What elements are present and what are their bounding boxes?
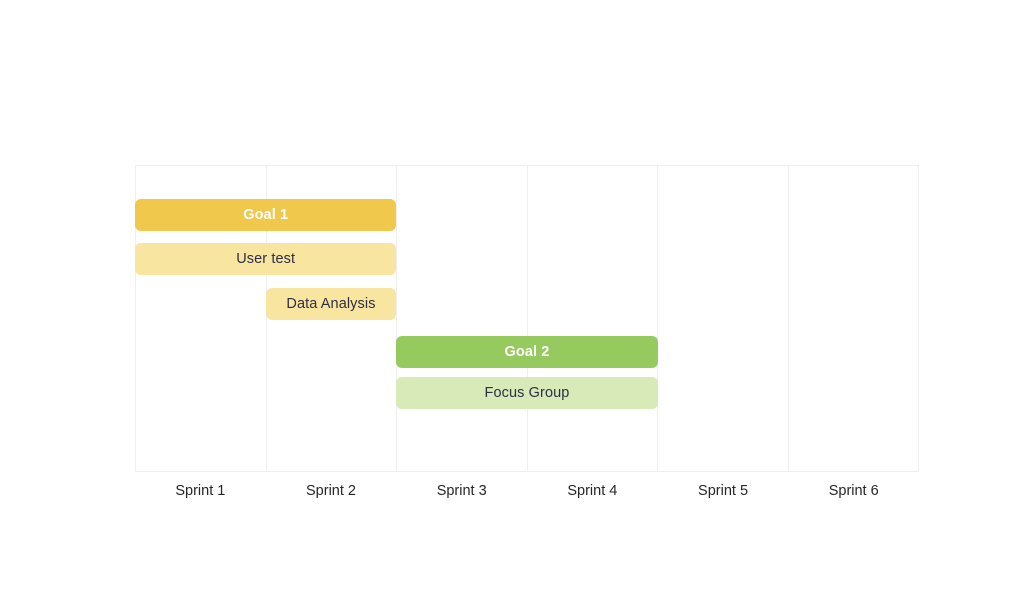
- gantt-bar-label: User test: [236, 250, 296, 267]
- axis-tick-sprint-1: Sprint 1: [175, 483, 226, 499]
- sprint-column-2: [267, 166, 397, 471]
- gantt-bars: Goal 1 User test Data Analysis Goal 2 Fo…: [135, 165, 919, 472]
- axis-tick-sprint-4: Sprint 4: [567, 483, 618, 499]
- axis-tick-sprint-5: Sprint 5: [698, 483, 749, 499]
- sprint-column-3: [397, 166, 528, 471]
- gantt-bar-focus-group[interactable]: Focus Group: [396, 377, 658, 409]
- gantt-bar-goal-2[interactable]: Goal 2: [396, 336, 658, 368]
- sprint-column-1: [136, 166, 267, 471]
- sprint-axis: Sprint 1 Sprint 2 Sprint 3 Sprint 4 Spri…: [135, 479, 919, 507]
- gantt-bar-data-analysis[interactable]: Data Analysis: [265, 288, 397, 320]
- gantt-bar-label: Focus Group: [484, 384, 570, 401]
- gantt-bar-label: Goal 2: [504, 343, 550, 360]
- gantt-bar-label: Goal 1: [243, 206, 289, 223]
- axis-tick-sprint-2: Sprint 2: [306, 483, 356, 499]
- gantt-bar-user-test[interactable]: User test: [135, 243, 397, 275]
- roadmap-gantt-chart: Goal 1 User test Data Analysis Goal 2 Fo…: [135, 165, 919, 472]
- gantt-bar-goal-1[interactable]: Goal 1: [135, 199, 397, 231]
- axis-tick-sprint-6: Sprint 6: [828, 483, 879, 499]
- sprint-column-4: [528, 166, 658, 471]
- axis-tick-sprint-3: Sprint 3: [436, 483, 487, 499]
- gantt-bar-label: Data Analysis: [286, 295, 376, 312]
- sprint-column-5: [658, 166, 789, 471]
